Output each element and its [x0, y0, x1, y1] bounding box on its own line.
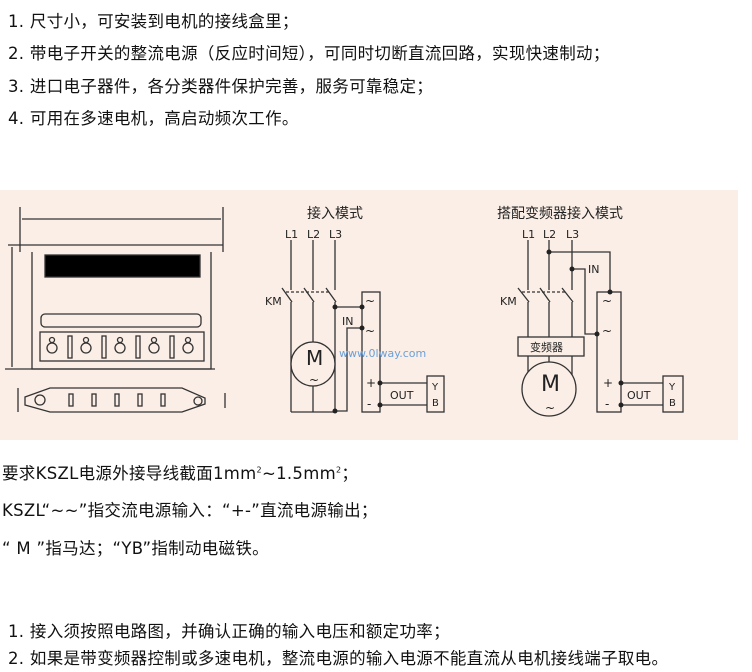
l3-label: L3 [329, 228, 342, 241]
mount-slot [160, 393, 166, 407]
y-label: Y [431, 382, 439, 393]
terminal-screw [182, 342, 194, 354]
wiring-diagram: 接入模式 L1 L2 L3 KM IN ~ ~ + - OUT Y B M ~ … [0, 190, 738, 440]
dimension-drawing [5, 207, 226, 413]
out-label: OUT [627, 389, 651, 402]
l3-label: L3 [566, 228, 579, 241]
b-label: B [669, 398, 676, 409]
terminal-screw [46, 342, 58, 354]
y-label: Y [668, 382, 676, 393]
minus-symbol: - [367, 397, 371, 411]
terminal-screw [148, 342, 160, 354]
ac-symbol: ~ [602, 324, 612, 338]
feature-3: 3. 进口电子器件，各分类器件保护完善，服务可靠稳定； [8, 77, 434, 96]
mount-slot [114, 393, 120, 407]
feature-2: 2. 带电子开关的整流电源（反应时间短），可同时切断直流回路，实现快速制动； [8, 44, 610, 63]
caution-1: 1. 接入须按照电路图，并确认正确的输入电压和额定功率； [8, 622, 450, 641]
in-label: IN [588, 263, 599, 276]
inverter-label: 变频器 [530, 340, 563, 354]
watermark: www.0lway.com [339, 347, 426, 360]
plus-symbol: + [603, 376, 613, 390]
in-label: IN [342, 315, 353, 328]
motor-note: “ M ”指马达；“YB”指制动电磁铁。 [2, 539, 269, 558]
l1-label: L1 [522, 228, 535, 241]
feature-1: 1. 尺寸小，可安装到电机的接线盒里； [8, 12, 299, 31]
circuit-1 [281, 240, 445, 413]
circuit-2 [517, 240, 684, 417]
l2-label: L2 [307, 228, 320, 241]
b-label: B [432, 398, 439, 409]
mode1-title: 接入模式 [307, 205, 363, 222]
ac-symbol: ~ [602, 294, 612, 308]
mode2-title: 搭配变频器接入模式 [497, 205, 623, 222]
ac-dc-note: KSZL“~~”指交流电源输入：“+-”直流电源输出； [2, 501, 378, 520]
km-label: KM [500, 295, 517, 308]
l2-label: L2 [543, 228, 556, 241]
terminal-screw [80, 342, 92, 354]
out-label: OUT [390, 389, 414, 402]
mount-slot [137, 393, 143, 407]
feature-4: 4. 可用在多速电机，高启动频次工作。 [8, 109, 299, 128]
motor-label: M [306, 346, 323, 370]
motor-label: M [541, 372, 560, 397]
motor-ac: ~ [309, 373, 319, 387]
mount-slot [91, 393, 97, 407]
l1-label: L1 [285, 228, 298, 241]
plus-symbol: + [366, 376, 376, 390]
wire-requirement: 要求KSZL电源外接导线截面1mm2~1.5mm2； [2, 464, 359, 483]
terminal-screw [114, 342, 126, 354]
ac-symbol: ~ [365, 324, 375, 338]
caution-2: 2. 如果是带变频器控制或多速电机，整流电源的输入电源不能直流从电机接线端子取电… [8, 649, 669, 668]
km-label: KM [265, 295, 282, 308]
minus-symbol: - [605, 397, 609, 411]
ac-symbol: ~ [365, 294, 375, 308]
motor-ac: ~ [545, 401, 555, 415]
mount-slot [68, 393, 74, 407]
